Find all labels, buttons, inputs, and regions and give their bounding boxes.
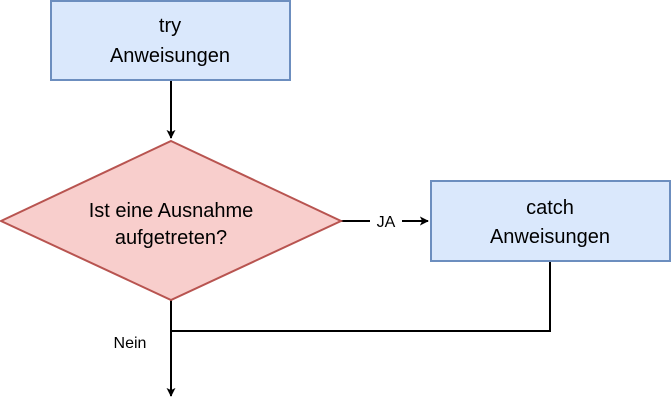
decision-label-line2: aufgetreten? — [115, 227, 227, 249]
edge-catch-to-merge — [171, 261, 551, 332]
try-box-label-line1: try — [159, 15, 181, 37]
edge-yes-label: JA — [377, 214, 396, 231]
catch-box-shape — [430, 180, 671, 262]
exception-decision: Ist eine Ausnahme aufgetreten? — [0, 139, 344, 302]
decision-label-line1: Ist eine Ausnahme — [89, 200, 254, 222]
edge-no-label: Nein — [114, 335, 147, 352]
try-box-shape — [50, 0, 291, 81]
catch-box-label-line2: Anweisungen — [490, 226, 610, 248]
try-box-label-line2: Anweisungen — [110, 45, 230, 67]
try-process-box: try Anweisungen — [50, 0, 291, 81]
catch-process-box: catch Anweisungen — [430, 180, 671, 262]
edge-yes-label-background — [370, 210, 402, 232]
decision-diamond-shape — [0, 139, 344, 302]
catch-box-label-line1: catch — [526, 197, 574, 219]
